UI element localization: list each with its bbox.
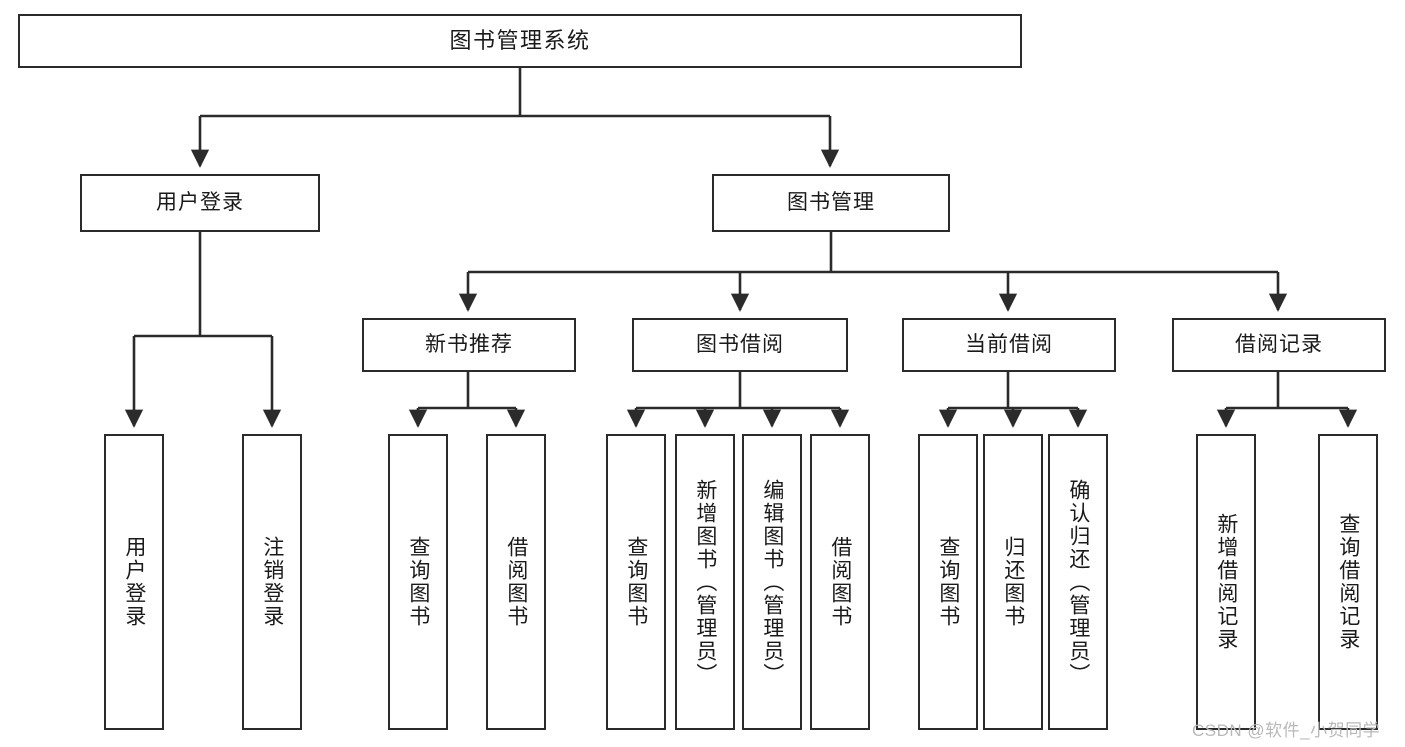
node-book-manage-label: 图书管理 xyxy=(787,191,875,215)
node-leaf-query-record-label: 查询借阅记录 xyxy=(1336,513,1360,651)
node-leaf-confirm-return-label: 确认归还（管理员） xyxy=(1066,478,1090,686)
node-book-borrow[interactable]: 图书借阅 xyxy=(632,318,848,372)
node-root[interactable]: 图书管理系统 xyxy=(18,14,1022,68)
node-leaf-edit-book[interactable]: 编辑图书（管理员） xyxy=(742,434,802,730)
node-borrow-record-label: 借阅记录 xyxy=(1235,333,1323,357)
node-leaf-return-book[interactable]: 归还图书 xyxy=(983,434,1043,730)
node-leaf-add-record-label: 新增借阅记录 xyxy=(1214,513,1238,651)
node-user-login-label: 用户登录 xyxy=(156,191,244,215)
node-leaf-user-logout-label: 注销登录 xyxy=(260,536,284,628)
node-new-book-recommend[interactable]: 新书推荐 xyxy=(362,318,576,372)
node-leaf-borrow-book-1-label: 借阅图书 xyxy=(504,536,528,628)
node-new-book-recommend-label: 新书推荐 xyxy=(425,333,513,357)
node-leaf-return-book-label: 归还图书 xyxy=(1001,536,1025,628)
node-leaf-add-record[interactable]: 新增借阅记录 xyxy=(1196,434,1256,730)
node-leaf-confirm-return[interactable]: 确认归还（管理员） xyxy=(1048,434,1108,730)
node-borrow-record[interactable]: 借阅记录 xyxy=(1172,318,1386,372)
node-current-borrow-label: 当前借阅 xyxy=(965,333,1053,357)
node-book-manage[interactable]: 图书管理 xyxy=(712,174,950,232)
node-leaf-borrow-book-1[interactable]: 借阅图书 xyxy=(486,434,546,730)
node-leaf-query-book-3-label: 查询图书 xyxy=(936,536,960,628)
node-leaf-query-record[interactable]: 查询借阅记录 xyxy=(1318,434,1378,730)
node-leaf-query-book-2[interactable]: 查询图书 xyxy=(606,434,666,730)
node-leaf-query-book-1-label: 查询图书 xyxy=(406,536,430,628)
node-leaf-query-book-3[interactable]: 查询图书 xyxy=(918,434,978,730)
node-leaf-add-book[interactable]: 新增图书（管理员） xyxy=(675,434,735,730)
csdn-watermark: CSDN @软件_小贺同学 xyxy=(1192,721,1381,740)
node-root-label: 图书管理系统 xyxy=(449,27,591,53)
node-leaf-query-book-1[interactable]: 查询图书 xyxy=(388,434,448,730)
node-current-borrow[interactable]: 当前借阅 xyxy=(902,318,1116,372)
node-leaf-edit-book-label: 编辑图书（管理员） xyxy=(760,478,784,686)
node-leaf-add-book-label: 新增图书（管理员） xyxy=(693,478,717,686)
node-leaf-borrow-book-2-label: 借阅图书 xyxy=(828,536,852,628)
node-leaf-user-login[interactable]: 用户登录 xyxy=(104,434,164,730)
node-leaf-user-logout[interactable]: 注销登录 xyxy=(242,434,302,730)
node-leaf-user-login-label: 用户登录 xyxy=(122,536,146,628)
node-leaf-query-book-2-label: 查询图书 xyxy=(624,536,648,628)
node-user-login[interactable]: 用户登录 xyxy=(80,174,320,232)
node-leaf-borrow-book-2[interactable]: 借阅图书 xyxy=(810,434,870,730)
node-book-borrow-label: 图书借阅 xyxy=(696,333,784,357)
